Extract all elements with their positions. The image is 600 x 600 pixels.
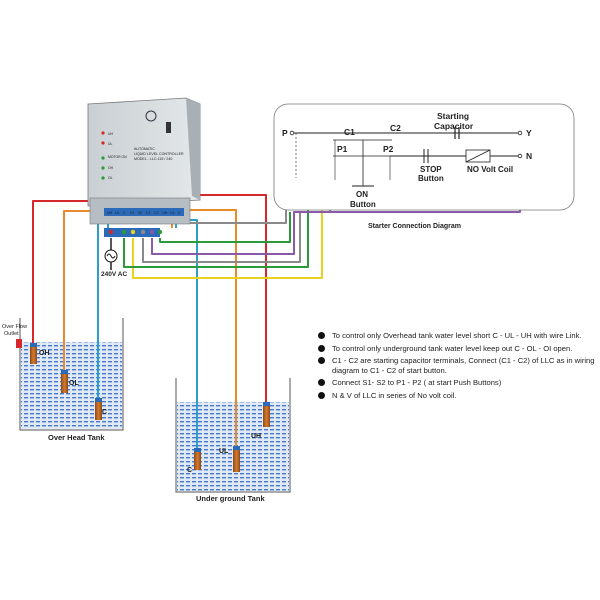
overhead-tank xyxy=(16,318,124,431)
brand-logo-icon xyxy=(145,110,157,122)
svg-text:UL: UL xyxy=(108,142,112,146)
terminal-labels: UH UL C S1 S2 C1 C2 OH OL C xyxy=(107,211,181,215)
svg-text:OL: OL xyxy=(170,211,175,215)
overflow-outlet-icon xyxy=(16,339,22,348)
starter-diagram xyxy=(273,103,575,211)
svg-text:UH: UH xyxy=(108,132,113,136)
note-item: To control only underground tank water l… xyxy=(318,344,600,354)
note-item: C1 - C2 are starting capacitor terminals… xyxy=(318,356,600,375)
terminal-c1: C1 xyxy=(344,127,355,137)
led-red-icon xyxy=(101,141,105,145)
probe-label-ul: UL xyxy=(219,448,229,455)
overflow-label-1: Over Flow xyxy=(2,324,27,330)
probe-c xyxy=(95,398,102,420)
mode-switch-icon xyxy=(166,122,171,133)
led-green-icon xyxy=(101,156,105,160)
overflow-label-2: Outlet xyxy=(4,331,19,337)
controller-box xyxy=(87,97,201,237)
notes-list: To control only Overhead tank water leve… xyxy=(318,331,600,403)
svg-text:MOTOR ON: MOTOR ON xyxy=(108,155,127,159)
svg-text:OH: OH xyxy=(108,166,114,170)
svg-text:C: C xyxy=(123,211,126,215)
probe-c-ug xyxy=(194,448,201,470)
probe-label-oh: OH xyxy=(39,350,50,357)
svg-text:C1: C1 xyxy=(146,211,151,215)
svg-text:MODEL - LLC-115 / 240: MODEL - LLC-115 / 240 xyxy=(134,157,172,161)
on-button-label-2: Button xyxy=(350,200,376,209)
wire-red-uh xyxy=(139,194,267,402)
terminal-screws xyxy=(108,229,163,235)
svg-text:UH: UH xyxy=(107,211,113,215)
bullet-icon xyxy=(318,357,325,364)
underground-tank-title: Under ground Tank xyxy=(196,494,265,503)
probe-label-uh: UH xyxy=(251,433,261,440)
svg-text:UL: UL xyxy=(115,211,120,215)
starter-caption: Starter Connection Diagram xyxy=(368,223,461,230)
no-volt-coil-label: NO Volt Coil xyxy=(467,165,513,174)
stop-button-label-1: STOP xyxy=(420,165,442,174)
bullet-icon xyxy=(318,332,325,339)
terminal-p: P xyxy=(282,128,288,138)
svg-text:C: C xyxy=(178,211,181,215)
wire-green-2 xyxy=(159,212,291,243)
svg-text:OH: OH xyxy=(162,211,168,215)
led-red-icon xyxy=(101,131,105,135)
probe-uh xyxy=(263,402,270,427)
probes xyxy=(30,343,270,472)
probe-label-c: C xyxy=(102,409,107,416)
bullet-icon xyxy=(318,344,325,352)
capacitor-label-1: Starting xyxy=(437,111,469,121)
capacitor-label-2: Capacitor xyxy=(434,121,474,131)
on-button-label-1: ON xyxy=(356,190,368,199)
probe-ol xyxy=(61,370,68,393)
terminal-n: N xyxy=(526,151,532,161)
note-item: To control only Overhead tank water leve… xyxy=(318,331,600,341)
svg-text:OL: OL xyxy=(108,176,113,180)
svg-text:S1: S1 xyxy=(130,211,134,215)
probe-oh xyxy=(30,343,37,364)
svg-text:C2: C2 xyxy=(154,211,159,215)
terminal-p1: P1 xyxy=(337,144,348,154)
terminal-p2: P2 xyxy=(383,144,394,154)
stop-button-label-2: Button xyxy=(418,174,444,183)
terminal-y: Y xyxy=(526,128,532,138)
led-green-icon xyxy=(101,166,105,170)
svg-text:LIQUID LEVEL CONTROLLER: LIQUID LEVEL CONTROLLER xyxy=(134,152,184,156)
bullet-icon xyxy=(318,391,325,399)
underground-tank xyxy=(175,378,291,493)
note-item: N & V of LLC in series of No volt coil. xyxy=(318,391,600,401)
overhead-tank-title: Over Head Tank xyxy=(48,433,105,442)
svg-text:AUTOMATIC: AUTOMATIC xyxy=(134,147,155,151)
led-green-icon xyxy=(101,176,105,180)
svg-text:S2: S2 xyxy=(138,211,142,215)
terminal-c2: C2 xyxy=(390,123,401,133)
supply-label: 240V AC xyxy=(101,271,127,278)
bullet-icon xyxy=(318,379,325,386)
probe-label-c-ug: C xyxy=(187,467,192,474)
probe-label-ol: OL xyxy=(69,380,79,387)
controller-text: AUTOMATIC LIQUID LEVEL CONTROLLER MODEL … xyxy=(108,132,184,180)
note-item: Connect S1- S2 to P1 - P2 ( at start Pus… xyxy=(318,378,600,388)
probe-ul xyxy=(233,446,240,472)
